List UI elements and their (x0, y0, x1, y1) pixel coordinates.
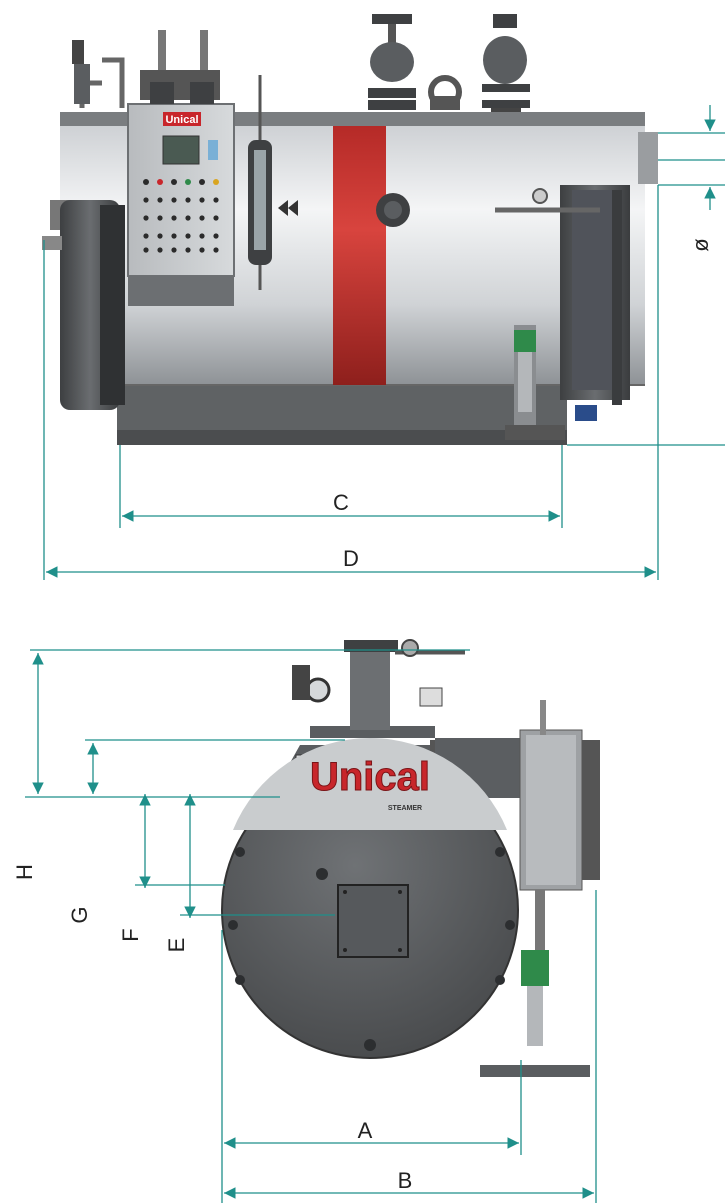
panel-logo-badge (163, 112, 201, 126)
front-view: Unical STEAMER (221, 639, 600, 1077)
dim-label-d: D (343, 546, 359, 571)
panel-switch (171, 233, 177, 239)
side-view: Unical (42, 14, 658, 445)
top-valves (72, 14, 530, 112)
panel-switch (185, 179, 191, 185)
dim-label-b: B (398, 1168, 413, 1193)
dim-label-g: G (67, 906, 92, 923)
panel-display (162, 135, 200, 165)
front-top-fittings (292, 639, 465, 738)
panel-switch (185, 197, 191, 203)
panel-switch (185, 233, 191, 239)
panel-switch (143, 233, 149, 239)
panel-switch (143, 215, 149, 221)
panel-indicator (208, 140, 218, 160)
control-panel: Unical (127, 103, 235, 306)
panel-switch (199, 233, 205, 239)
dim-label-h: H (12, 864, 37, 880)
panel-buttons (143, 179, 219, 253)
panel-switch (213, 197, 219, 203)
panel-switch (199, 179, 205, 185)
panel-switch (171, 215, 177, 221)
panel-switch (213, 215, 219, 221)
panel-switch (185, 247, 191, 253)
panel-switch (157, 179, 163, 185)
base-skid-rail (117, 430, 567, 445)
panel-switch (157, 247, 163, 253)
panel-switch (199, 247, 205, 253)
brand-sub: STEAMER (388, 805, 422, 812)
red-stripe (333, 126, 386, 385)
dim-label-a: A (358, 1118, 373, 1143)
panel-switch (171, 197, 177, 203)
sight-port (316, 868, 328, 880)
dim-label-e: E (164, 938, 189, 953)
panel-switch (143, 197, 149, 203)
access-door (337, 884, 409, 958)
panel-switch (171, 179, 177, 185)
dim-label-c: C (333, 490, 349, 515)
burner-nozzle (42, 236, 62, 250)
panel-switch (213, 233, 219, 239)
dim-label-f: F (118, 928, 143, 941)
flue-outlet (638, 132, 658, 184)
panel-switch (185, 215, 191, 221)
burner-flange (100, 205, 125, 405)
feed-pump-motor (514, 330, 536, 352)
panel-switch (213, 247, 219, 253)
panel-switch (213, 179, 219, 185)
drain-port (364, 1039, 376, 1051)
sight-glass (248, 75, 272, 290)
dimension-lines (25, 105, 725, 1203)
dim-label-diameter: ø (688, 238, 713, 251)
feedwater-assembly (495, 185, 630, 440)
panel-switch (171, 247, 177, 253)
brand-logo: Unical (310, 755, 430, 799)
panel-switch (157, 197, 163, 203)
panel-logo-text: Unical (165, 114, 198, 126)
panel-switch (157, 215, 163, 221)
front-pump-motor (521, 950, 549, 986)
drum-top-cap (233, 737, 507, 830)
panel-switch (199, 215, 205, 221)
panel-switch (143, 179, 149, 185)
panel-switch (143, 247, 149, 253)
panel-switch (157, 233, 163, 239)
flow-symbol (278, 200, 298, 216)
panel-switch (199, 197, 205, 203)
